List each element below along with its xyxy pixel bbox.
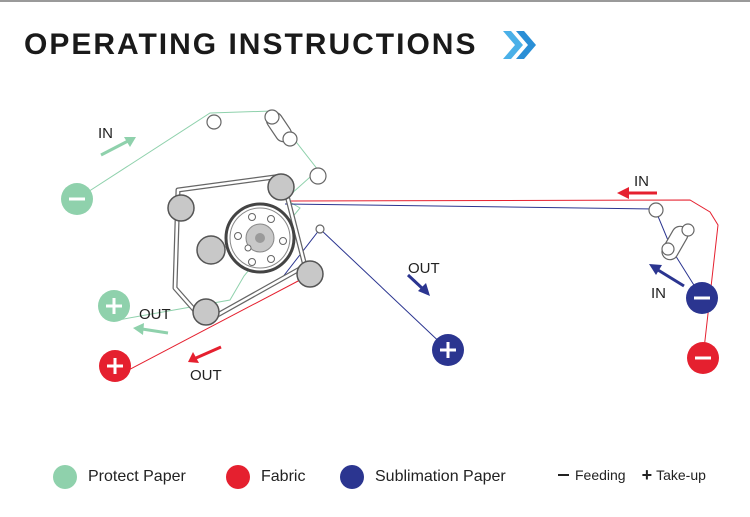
sublimation-feed-roll [686, 282, 718, 314]
protect-out-label: OUT [139, 306, 171, 323]
feeding-label: Feeding [575, 467, 626, 483]
fabric-out-label: OUT [190, 367, 222, 384]
guide-roller [206, 114, 222, 130]
sublimation-paper-legend-label: Sublimation Paper [375, 468, 506, 485]
double-chevron-icon [503, 31, 536, 59]
fabric-swatch [226, 465, 250, 489]
top-divider [0, 0, 750, 2]
fabric-in-arrow-icon [617, 187, 657, 199]
protect-paper-legend-label: Protect Paper [88, 468, 186, 485]
machine-roller [196, 235, 226, 265]
guide-roller [264, 109, 280, 125]
sublimation-takeup-roll [432, 334, 464, 366]
sublimation-out-label: OUT [408, 260, 440, 277]
guide-roller [648, 202, 664, 218]
machine-roller [167, 194, 195, 222]
guide-roller [315, 224, 325, 234]
protect-out-arrow-icon [133, 323, 169, 335]
guide-roller [661, 242, 675, 256]
sublimation-out-arrow-icon [406, 273, 430, 296]
legend-item-protect-paper: Protect Paper [53, 462, 186, 492]
sublimation-in-arrow-icon [649, 264, 685, 288]
legend-item-fabric: Fabric [226, 462, 305, 492]
machine-roller [296, 260, 324, 288]
guide-roller [282, 131, 298, 147]
fabric-takeup-roll [99, 350, 131, 382]
machine-diagram: IN OUT OUT IN OUT IN [61, 109, 719, 384]
symbol-key: Feeding + Take-up [558, 466, 706, 484]
protect-paper-feed-roll [61, 183, 93, 215]
protect-in-label: IN [98, 125, 113, 142]
guide-roller [681, 223, 695, 237]
fabric-legend-label: Fabric [261, 468, 306, 485]
guide-roller [309, 167, 327, 185]
minus-icon [558, 474, 569, 476]
protect-paper-swatch [53, 465, 77, 489]
plus-icon: + [641, 465, 653, 485]
sublimation-paper-swatch [340, 465, 364, 489]
fabric-out-path [116, 279, 301, 377]
takeup-label: Take-up [656, 467, 706, 483]
fabric-feed-roll [687, 342, 719, 374]
protect-paper-takeup-roll [98, 290, 130, 322]
machine-roller [267, 173, 295, 201]
fabric-in-label: IN [634, 173, 649, 190]
fabric-out-arrow-icon [188, 345, 222, 363]
machine-roller [192, 298, 220, 326]
fabric-path [289, 199, 719, 359]
legend-item-sublimation-paper: Sublimation Paper [340, 462, 506, 492]
sublimation-feed-path [284, 203, 703, 299]
sublimation-in-label: IN [651, 285, 666, 302]
protect-in-arrow-icon [100, 137, 136, 157]
page-title: OPERATING INSTRUCTIONS [24, 28, 478, 61]
